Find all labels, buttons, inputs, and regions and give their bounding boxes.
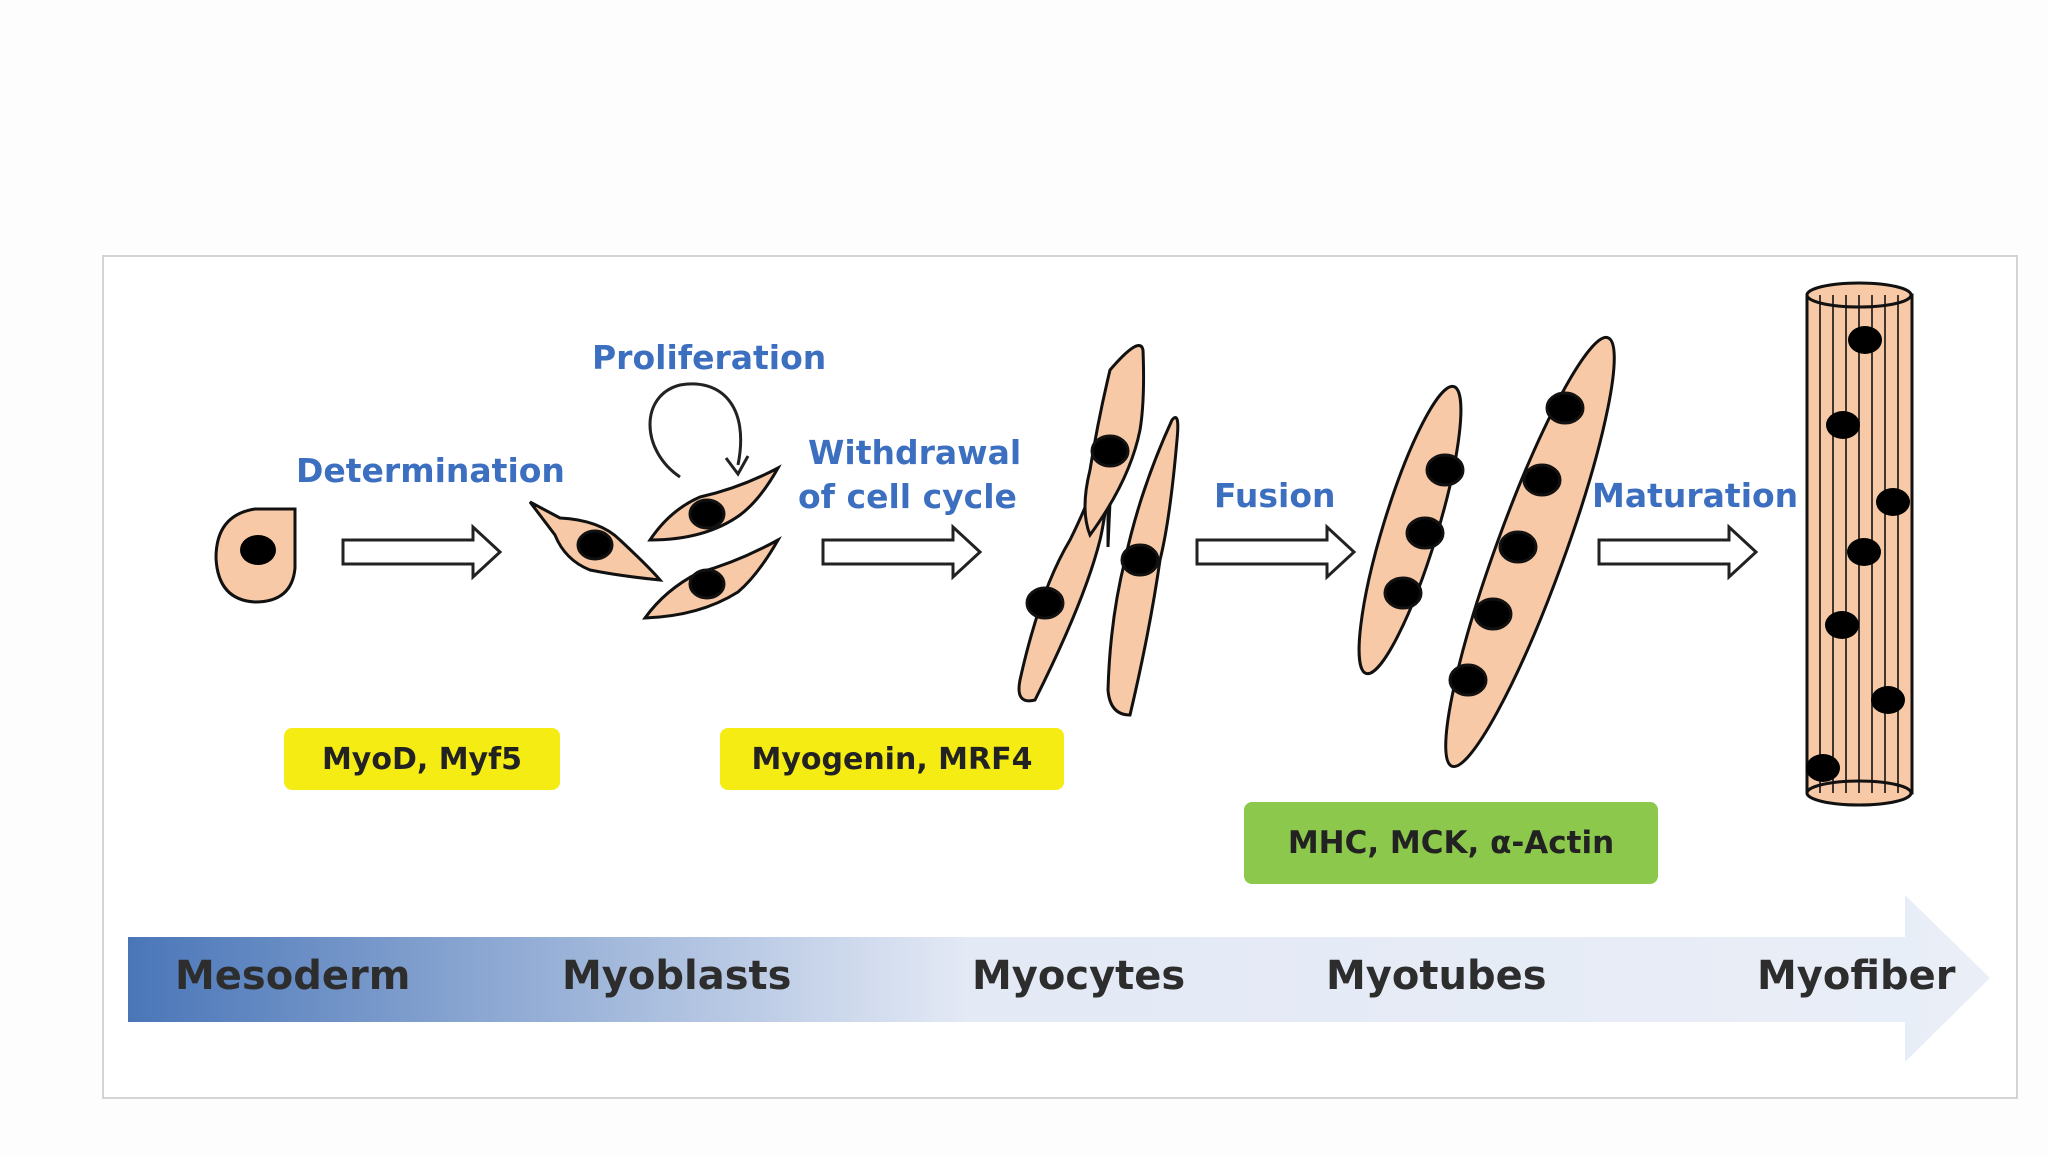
maturation-label: Maturation (1592, 476, 1799, 515)
maturation-arrow (1597, 523, 1759, 581)
marker-myogenin-mrf4: Myogenin, MRF4 (720, 728, 1064, 790)
timeline-arrow (128, 895, 1990, 1062)
withdrawal-arrow (821, 523, 983, 581)
myotube-cells (1357, 335, 1616, 769)
stage-myocytes: Myocytes (972, 953, 1186, 999)
determination-label: Determination (296, 451, 565, 490)
myocyte-cells (1017, 344, 1180, 717)
marker-myod-myf5: MyoD, Myf5 (284, 728, 560, 790)
marker-mhc-mck-actin: MHC, MCK, α-Actin (1244, 802, 1658, 884)
fusion-label: Fusion (1214, 476, 1336, 515)
stage-mesoderm: Mesoderm (175, 953, 411, 999)
withdrawal-label-line2: of cell cycle (798, 477, 1017, 516)
fusion-arrow (1195, 523, 1357, 581)
myofiber (1805, 281, 1914, 807)
stage-myoblasts: Myoblasts (562, 953, 792, 999)
stage-myotubes: Myotubes (1326, 953, 1547, 999)
stage-myofiber: Myofiber (1757, 953, 1956, 999)
withdrawal-label-line1: Withdrawal (808, 433, 1022, 472)
proliferation-loop-arrow (648, 382, 750, 479)
mesoderm-cell (214, 507, 297, 604)
determination-arrow (341, 523, 503, 581)
proliferation-label: Proliferation (592, 338, 827, 377)
myoblast-cells (528, 464, 782, 620)
